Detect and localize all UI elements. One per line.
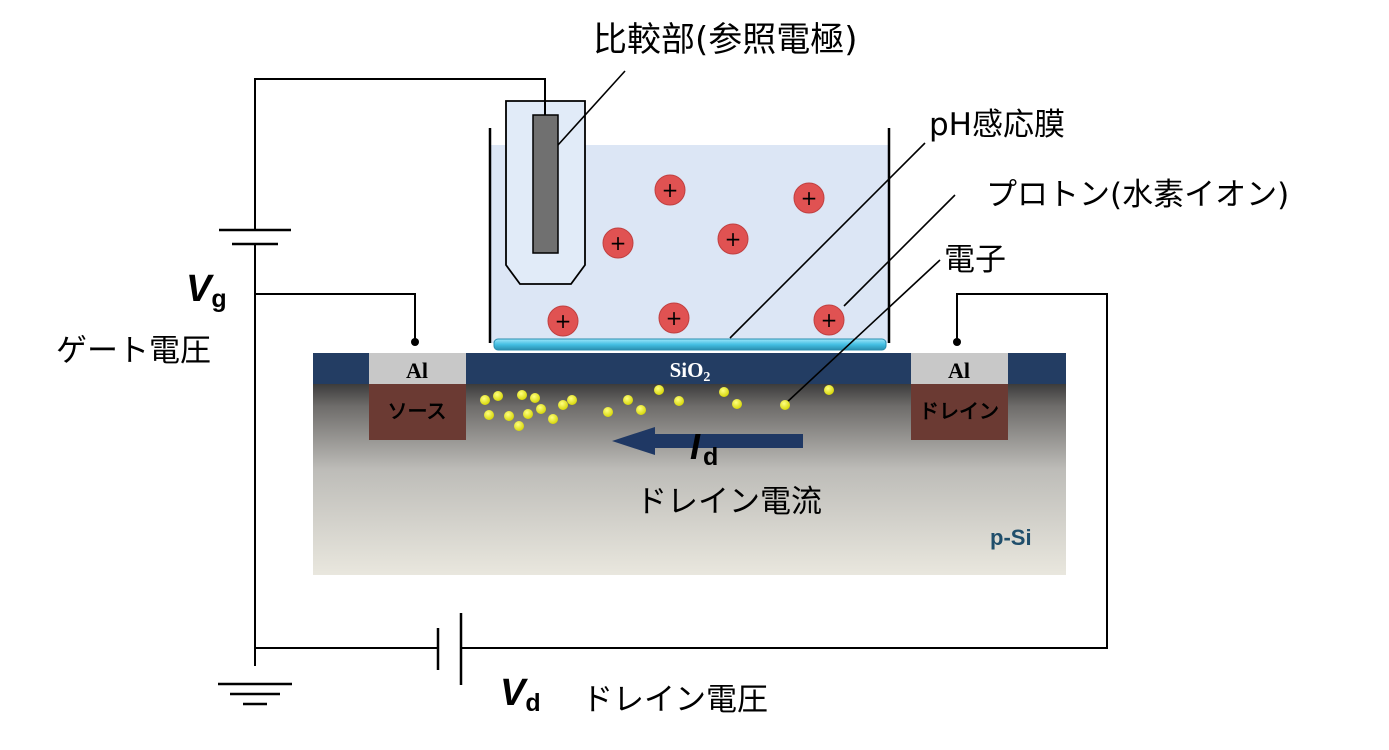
electron [504, 411, 514, 421]
ph-membrane [493, 338, 887, 351]
drain-voltage-label: ドレイン電圧 [582, 682, 768, 718]
circuit-wires [254, 78, 1108, 666]
drain-current-label: ドレイン電流 [636, 484, 822, 520]
al-label-drain: Al [948, 358, 970, 383]
al-label-source: Al [406, 358, 428, 383]
p-si-label: p-Si [990, 525, 1032, 550]
drain-label: ドレイン [919, 399, 999, 423]
al-contact-source [369, 353, 466, 384]
vd-label: Vd [500, 672, 541, 717]
electron [480, 395, 490, 405]
proton-plus: + [725, 227, 742, 251]
proton-plus: + [555, 309, 572, 333]
electron [530, 393, 540, 403]
electron [719, 387, 729, 397]
proton-plus: + [801, 186, 818, 210]
proton: + [793, 182, 825, 214]
drain-current-arrow [612, 427, 803, 455]
proton-label: プロトン(水素イオン) [986, 177, 1289, 213]
protons: + + + + + + + [547, 174, 845, 337]
reference-electrode-rod [532, 114, 559, 254]
reference-electrode-label: 比較部(参照電極) [593, 20, 858, 60]
source-region [369, 384, 466, 440]
proton: + [717, 223, 749, 255]
electron-label: 電子 [944, 242, 1006, 278]
leader-lines [557, 70, 956, 405]
gate-voltage-label: ゲート電圧 [56, 333, 211, 369]
electron [514, 421, 524, 431]
electron [636, 405, 646, 415]
gate-battery [219, 228, 291, 246]
vg-label: Vg [186, 268, 227, 313]
source-contact-dot [411, 338, 419, 346]
electron [623, 395, 633, 405]
proton: + [602, 227, 634, 259]
electron [674, 396, 684, 406]
electron [558, 400, 568, 410]
electron [567, 395, 577, 405]
proton-plus: + [666, 306, 683, 330]
sio2-label: SiO2 [670, 358, 711, 385]
ground-symbol [218, 682, 292, 706]
electron [548, 414, 558, 424]
electron [536, 404, 546, 414]
al-contact-drain [911, 353, 1008, 384]
electron [732, 399, 742, 409]
source-label: ソース [388, 399, 447, 423]
electron [654, 385, 664, 395]
drain-battery [436, 613, 463, 685]
electron [603, 407, 613, 417]
proton-plus: + [821, 308, 838, 332]
electron [517, 390, 527, 400]
electron [824, 385, 834, 395]
proton: + [547, 305, 579, 337]
electron [780, 400, 790, 410]
proton: + [658, 302, 690, 334]
drain-contact-dot [953, 338, 961, 346]
proton-plus: + [662, 178, 679, 202]
electron [493, 391, 503, 401]
electrons [480, 385, 834, 431]
drain-region [911, 384, 1008, 440]
electron [484, 410, 494, 420]
proton: + [813, 304, 845, 336]
proton: + [654, 174, 686, 206]
electron [523, 409, 533, 419]
membrane-label: pH感応膜 [929, 107, 1065, 143]
proton-plus: + [610, 231, 627, 255]
